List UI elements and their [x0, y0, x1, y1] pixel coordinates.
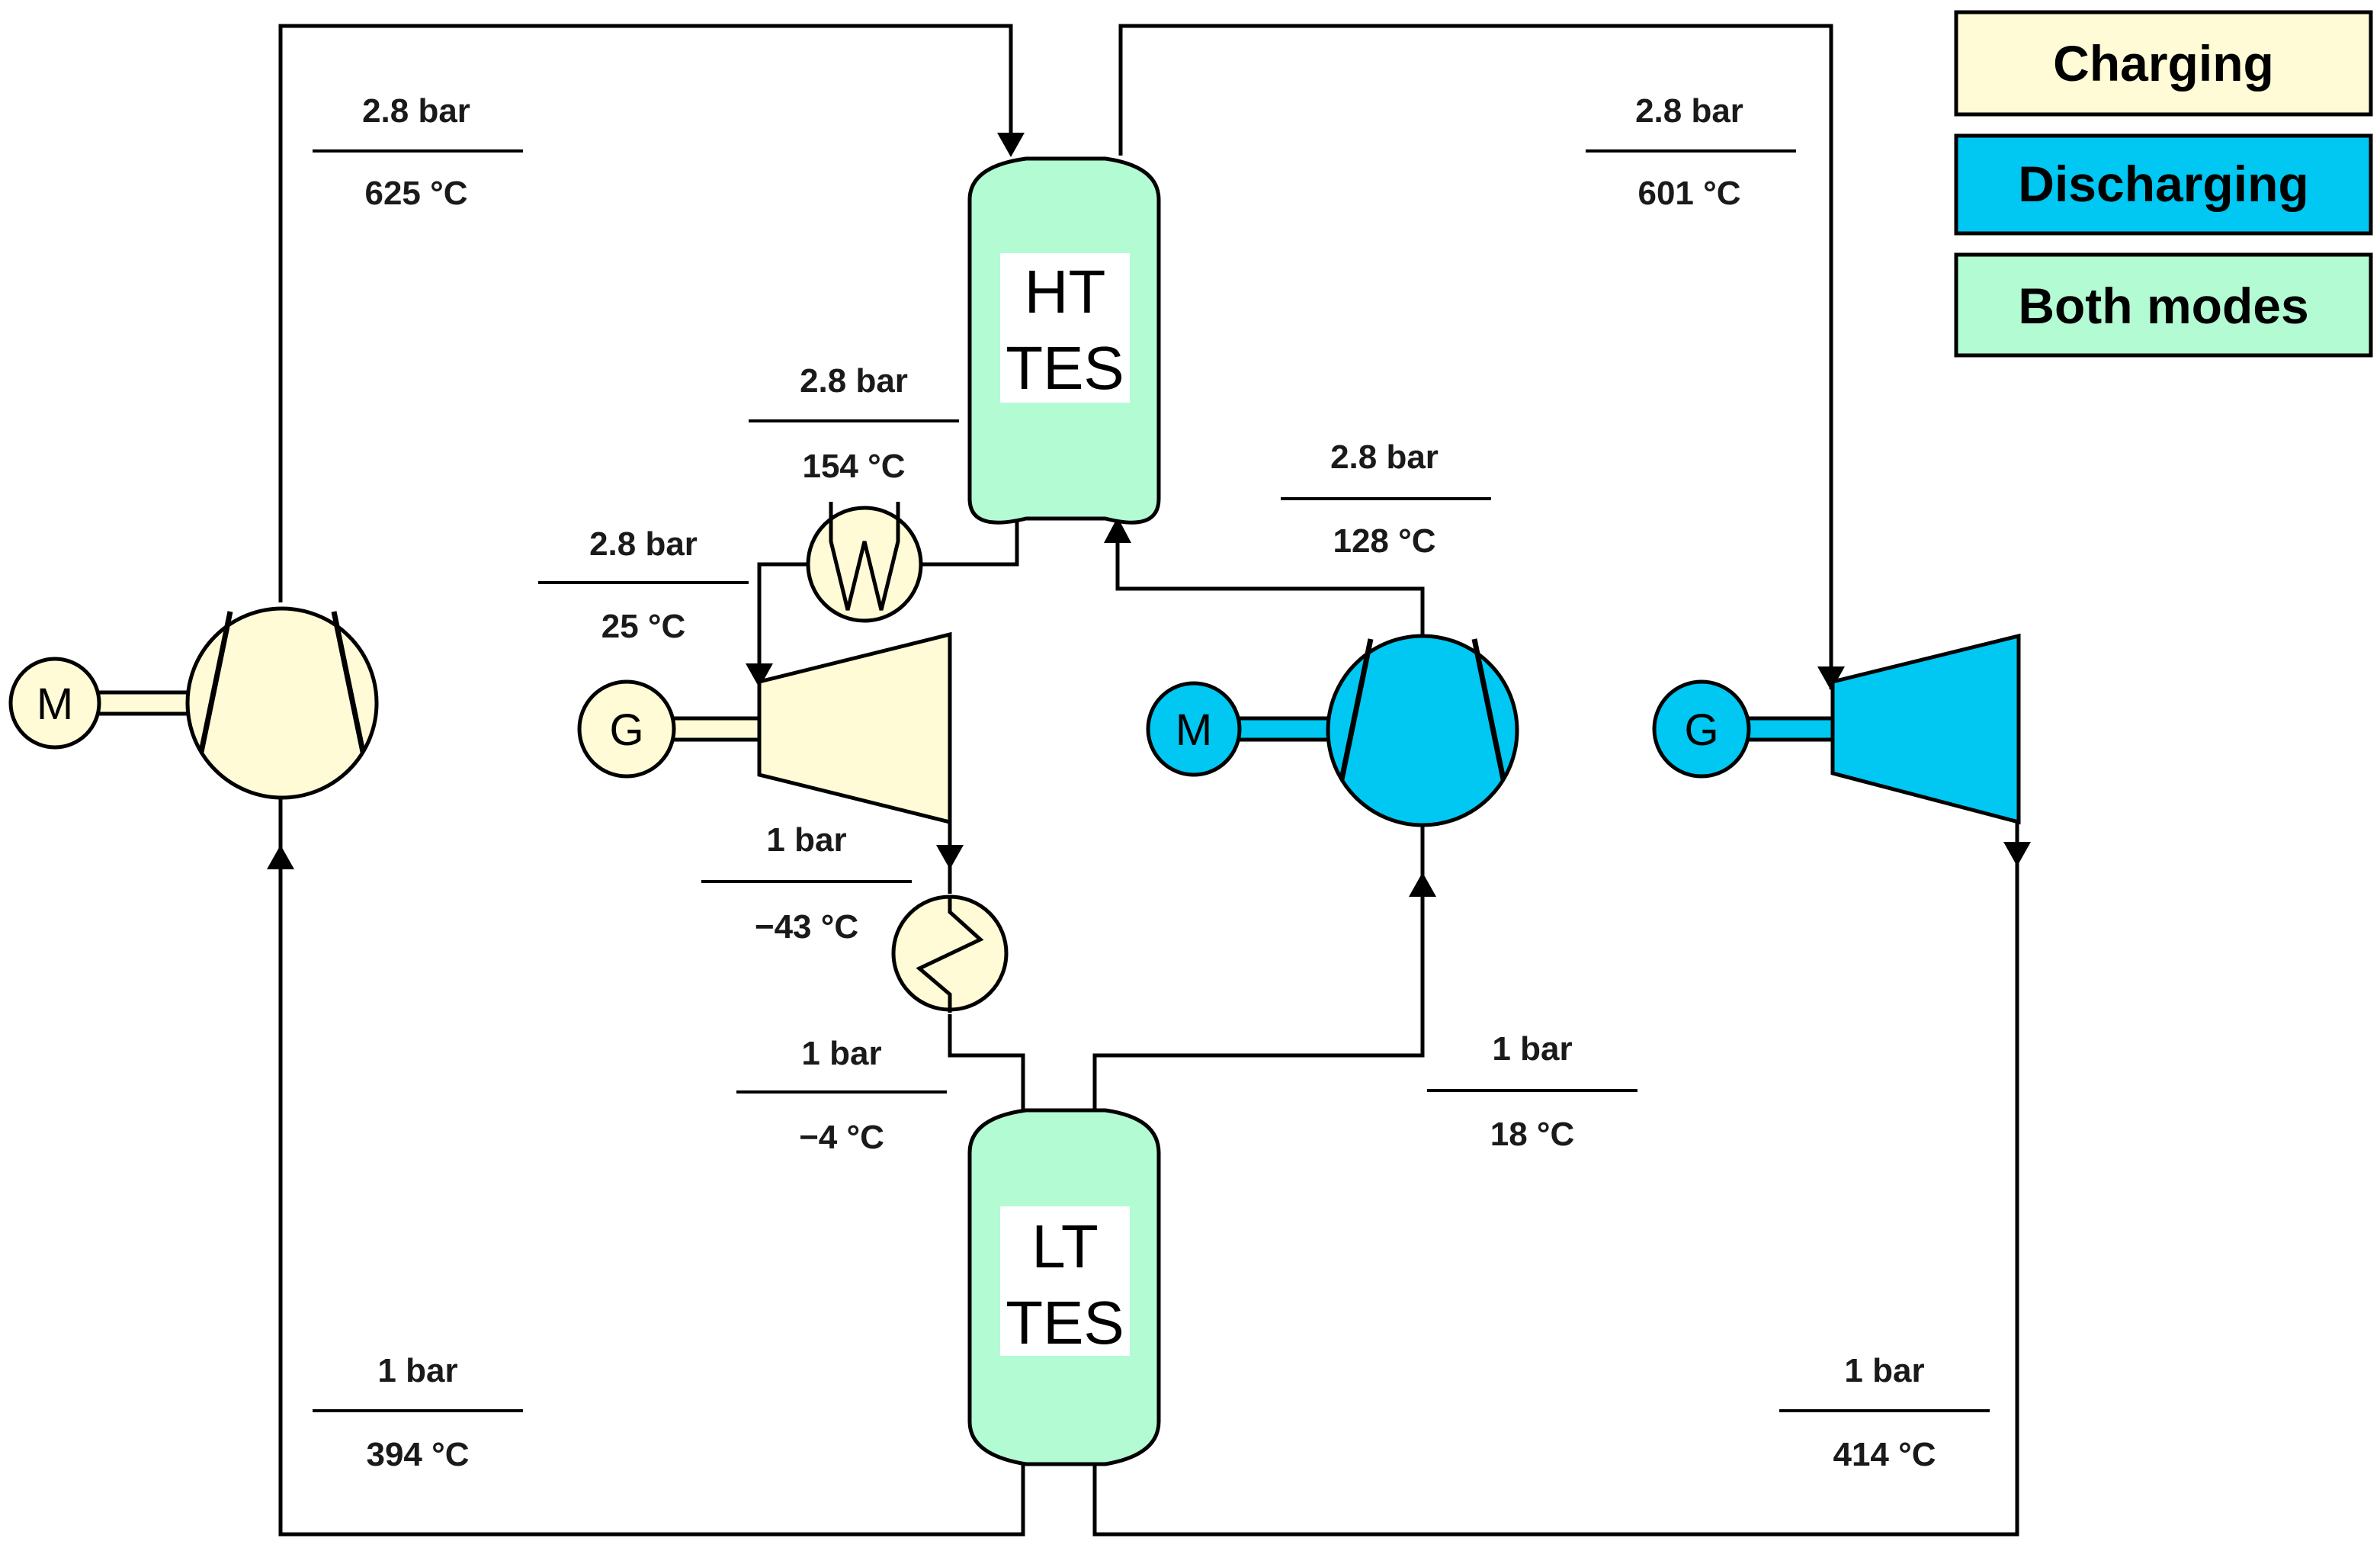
discharging-compressor [1326, 634, 1519, 827]
pressure-label: 1 bar [801, 1035, 881, 1072]
legend: Charging Discharging Both modes [1954, 10, 2373, 358]
arrow-into-charging-expander [746, 663, 773, 688]
state-label-lt-in-discharging: 1 bar 414 °C [1779, 1352, 1990, 1473]
legend-charging: Charging [1954, 10, 2373, 117]
charging-motor-compressor: M [8, 606, 379, 800]
legend-charging-swatch [1954, 10, 2373, 117]
arrow-into-ht-tes [997, 133, 1025, 157]
legend-charging-label: Charging [2053, 35, 2274, 92]
legend-both-modes: Both modes [1954, 252, 2373, 358]
charging-motor-letter: M [37, 679, 73, 729]
lt-tes-label-line2: TES [1006, 1289, 1124, 1357]
arrow-into-ht-tes-bottom [1104, 517, 1131, 543]
heat-exchanger-body [806, 506, 923, 623]
charging-generator-letter: G [609, 705, 643, 755]
lt-tes-label-box [1000, 1206, 1130, 1356]
pressure-label: 1 bar [1492, 1030, 1572, 1068]
pressure-label: 2.8 bar [1330, 438, 1439, 476]
heat-exchanger-coil-icon [829, 502, 900, 611]
arrow-into-discharging-turbine [1817, 666, 1845, 691]
temperature-label: 414 °C [1833, 1436, 1936, 1473]
discharging-generator-letter: G [1684, 705, 1718, 755]
pressure-label: 2.8 bar [1635, 92, 1743, 130]
arrow-out-of-charging-expander [936, 845, 964, 869]
pipe-lt-to-charging-compressor [278, 797, 1025, 1537]
state-label-expander-out-charging: 1 bar −43 °C [701, 821, 912, 946]
temperature-label: −4 °C [799, 1119, 884, 1156]
charging-generator [577, 679, 676, 779]
discharging-motor-letter: M [1176, 705, 1212, 755]
state-label-lt-in-charging: 1 bar −4 °C [736, 1035, 947, 1156]
arrow-into-discharging-compressor [1409, 872, 1436, 897]
pressure-label: 2.8 bar [589, 525, 698, 563]
state-label-expander-in-charging: 2.8 bar 25 °C [538, 525, 749, 645]
lt-tes-label-line1: LT [1031, 1212, 1098, 1280]
pipe-charging-compressor-to-ht [278, 24, 1013, 602]
arrow-into-charging-compressor [267, 845, 294, 869]
pressure-label: 1 bar [1844, 1352, 1924, 1389]
pipe-heat-exchanger-to-expander [757, 562, 808, 680]
ht-tes-label-box [1000, 253, 1130, 403]
cooler-coil-icon [916, 895, 984, 1013]
charging-motor-shaft [99, 692, 189, 714]
discharging-generator-turbine: G [1652, 633, 2021, 825]
temperature-label: 154 °C [802, 448, 905, 485]
legend-discharging-label: Discharging [2018, 156, 2308, 212]
temperature-label: 18 °C [1490, 1116, 1575, 1153]
pipe-ht-to-heat-exchanger [922, 519, 1019, 567]
lt-tes-tank: LT TES [967, 1108, 1161, 1466]
legend-both-modes-label: Both modes [2018, 278, 2308, 334]
pipe-cooler-to-lt [948, 1014, 1025, 1110]
state-label-lt-out-charging: 1 bar 394 °C [313, 1352, 523, 1473]
temperature-label: −43 °C [755, 908, 858, 946]
charging-motor [8, 657, 101, 750]
discharging-turbine [1830, 633, 2021, 825]
state-label-lt-out-discharging: 1 bar 18 °C [1427, 1030, 1637, 1153]
ht-tes-label-line2: TES [1006, 334, 1124, 402]
discharging-motor-compressor: M [1146, 634, 1519, 827]
state-label-ht-in-discharging: 2.8 bar 128 °C [1281, 438, 1491, 560]
state-label-ht-out-discharging: 2.8 bar 601 °C [1586, 92, 1796, 212]
charging-expander [757, 631, 952, 825]
temperature-label: 25 °C [601, 608, 686, 645]
heat-rejection-exchanger [806, 502, 923, 623]
charging-generator-shaft [671, 718, 759, 740]
state-label-ht-out-charging: 2.8 bar 154 °C [749, 362, 959, 485]
pipe-network [267, 24, 2031, 1537]
discharging-generator-shaft [1747, 718, 1833, 740]
ht-tes-tank: HT TES [967, 156, 1161, 525]
discharging-motor [1146, 681, 1242, 777]
pressure-label: 2.8 bar [800, 362, 908, 400]
temperature-label: 625 °C [364, 175, 467, 212]
temperature-label: 394 °C [366, 1436, 469, 1473]
pressure-label: 2.8 bar [362, 92, 470, 130]
temperature-label: 128 °C [1333, 522, 1435, 560]
cooler-exchanger [891, 894, 1009, 1013]
discharging-motor-shaft [1237, 718, 1331, 740]
pressure-label: 1 bar [377, 1352, 457, 1389]
state-label-ht-in-charging: 2.8 bar 625 °C [313, 92, 523, 212]
legend-discharging-swatch [1954, 133, 2373, 236]
pipe-discharging-compressor-to-ht [1115, 519, 1425, 636]
legend-discharging: Discharging [1954, 133, 2373, 236]
pipe-lt-to-discharging-compressor [1092, 825, 1425, 1110]
arrow-out-of-discharging-turbine [2003, 842, 2031, 866]
pressure-label: 1 bar [766, 821, 846, 859]
discharging-generator [1652, 679, 1751, 779]
legend-both-modes-swatch [1954, 252, 2373, 358]
pipe-ht-to-discharging-turbine [1118, 24, 1833, 689]
charging-compressor [185, 606, 379, 800]
temperature-label: 601 °C [1637, 175, 1740, 212]
pipe-discharging-turbine-to-lt [1092, 816, 2019, 1537]
charging-generator-expander: G [577, 631, 952, 825]
ht-tes-label-line1: HT [1025, 258, 1106, 326]
